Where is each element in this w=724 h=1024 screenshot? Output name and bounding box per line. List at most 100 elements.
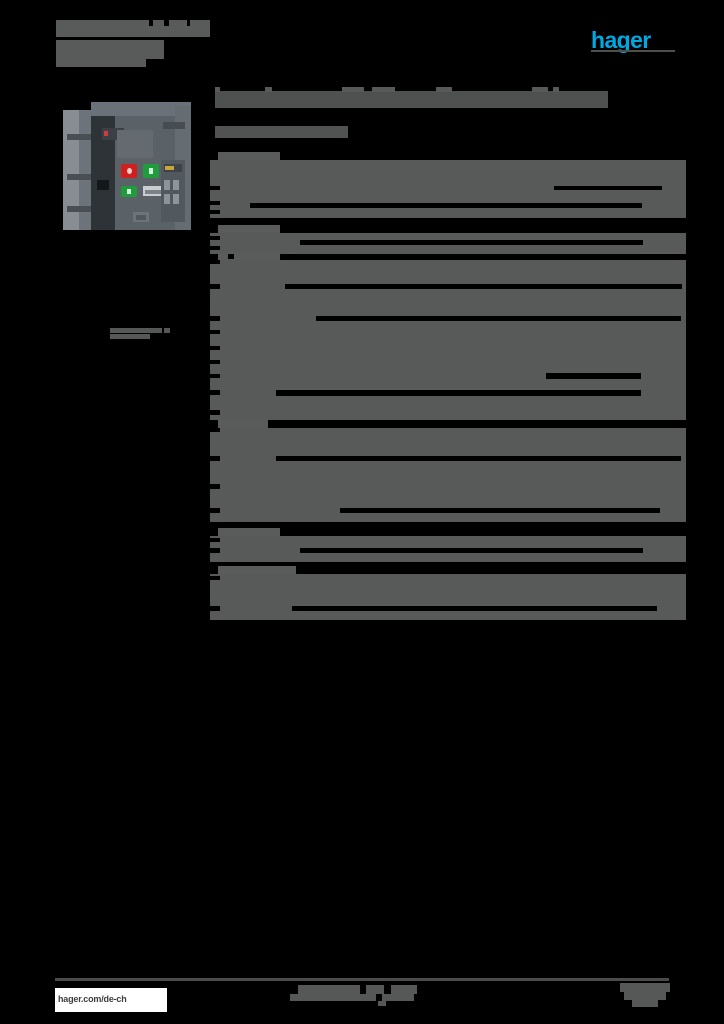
page-title-ascender-2 xyxy=(265,87,272,92)
t3-value-rule-3 xyxy=(546,373,641,379)
t3-row-gap-7 xyxy=(210,374,220,378)
breaker-housing-top xyxy=(91,102,191,116)
t1-value-rule-a xyxy=(554,186,662,190)
t1-row-gap-c xyxy=(210,210,220,214)
breaker-cradle-slot-2 xyxy=(67,174,93,180)
trip-unit-dial-2 xyxy=(173,180,179,190)
breaker-rating-mark-red xyxy=(104,131,108,136)
t3-row-gap-2 xyxy=(210,284,220,289)
t4-row-gap-3 xyxy=(210,484,220,489)
footer-url-text: hager.com/de-ch xyxy=(58,994,127,1004)
header-title-band-2 xyxy=(56,40,164,59)
footer-center-text-line-4 xyxy=(290,994,376,1001)
t6-value-rule-1 xyxy=(292,606,657,611)
page-title-ascender-5 xyxy=(436,87,452,92)
t2-row-gap-a xyxy=(210,236,220,240)
header-title-band-3 xyxy=(56,59,146,67)
page-title-ascender-1 xyxy=(215,87,220,92)
header-title-line-1b xyxy=(153,20,164,26)
page-title-ascender-6 xyxy=(532,87,548,92)
page-title xyxy=(215,91,608,108)
spec-table-3 xyxy=(210,260,686,420)
t1-row-gap-a xyxy=(210,186,220,190)
t6-row-gap-1 xyxy=(210,576,220,580)
spec-table-1 xyxy=(210,160,686,218)
header-title-line-1 xyxy=(56,20,149,26)
page-subtitle xyxy=(215,126,348,138)
t3-row-gap-8 xyxy=(210,390,220,395)
t4-value-rule-1 xyxy=(276,456,681,461)
footer-divider xyxy=(55,978,669,981)
t3-row-gap-9 xyxy=(210,410,220,415)
t5-row-gap-2 xyxy=(210,548,220,553)
trip-unit-dial-4 xyxy=(173,194,179,204)
t3-value-rule-2 xyxy=(316,316,681,321)
t3-value-rule-1 xyxy=(285,284,682,289)
header-title-line-1d xyxy=(190,20,210,26)
hager-logo: hager xyxy=(591,27,675,53)
header-title-line-1c xyxy=(169,20,187,26)
spec-table-4 xyxy=(210,428,686,522)
footer-center-text-line-5 xyxy=(382,994,414,1001)
footer-center-text-line-2 xyxy=(366,985,384,994)
page-title-ascender-4 xyxy=(372,87,395,92)
t2-row-gap-b xyxy=(210,246,220,250)
breaker-face-panel xyxy=(117,130,153,158)
t4-value-rule-2 xyxy=(340,508,660,513)
t2-value-rule-a xyxy=(300,240,643,245)
page-footer xyxy=(0,978,724,1018)
spec-table-6 xyxy=(210,574,686,620)
figure-caption-line-3 xyxy=(110,334,150,339)
breaker-cradle-slot-3 xyxy=(67,206,93,212)
spec-table-6-header xyxy=(218,566,296,574)
breaker-latch-inner xyxy=(136,215,146,220)
footer-center-text-descender xyxy=(378,1001,386,1006)
t3-row-gap-3 xyxy=(210,316,220,321)
hager-wordmark: hager xyxy=(591,27,651,53)
footer-page-number-line-1 xyxy=(620,983,670,992)
t3-value-rule-4 xyxy=(276,390,641,396)
spec-table-5-header xyxy=(218,528,280,536)
figure-caption-line-2 xyxy=(164,328,170,333)
trip-button-glyph xyxy=(127,168,132,174)
footer-page-number-line-2 xyxy=(624,992,666,1000)
t5-value-rule-1 xyxy=(300,548,643,553)
t1-row-gap-b xyxy=(210,201,220,205)
t4-row-gap-1 xyxy=(210,428,220,432)
page-title-ascender-7 xyxy=(553,87,559,92)
footer-center-text-line-3 xyxy=(391,985,417,994)
t6-row-gap-2 xyxy=(210,606,220,611)
footer-center-text-line-1 xyxy=(298,985,360,994)
t4-row-gap-2 xyxy=(210,456,220,461)
spec-table-3-header xyxy=(218,252,280,260)
spec-table-1-header xyxy=(218,152,280,160)
t3-row-gap-6 xyxy=(210,360,220,364)
product-photo xyxy=(55,88,205,236)
t4-row-gap-4 xyxy=(210,508,220,513)
breaker-left-panel-notch xyxy=(97,180,109,190)
spec-table-4-header xyxy=(218,420,268,428)
footer-page-number-line-3 xyxy=(632,1000,658,1007)
breaker-cradle-shade xyxy=(63,110,79,230)
header-title-band-1 xyxy=(56,26,210,37)
figure-caption-line-1 xyxy=(110,328,162,333)
trip-unit-dial-3 xyxy=(164,194,170,204)
breaker-cradle-slot-1 xyxy=(67,134,93,140)
t3-row-gap-4 xyxy=(210,330,220,334)
breaker-nameplate xyxy=(163,122,185,129)
status-indicator-glyph xyxy=(127,189,131,194)
product-figure xyxy=(55,88,205,339)
t3-row-gap-5 xyxy=(210,346,220,350)
charge-handle-shadow xyxy=(145,190,161,194)
spec-table-2 xyxy=(210,233,686,254)
page-title-ascender-3 xyxy=(342,87,364,92)
trip-unit-dial-1 xyxy=(164,180,170,190)
logo-underline-rule xyxy=(591,50,675,52)
t1-value-rule-b xyxy=(250,203,642,208)
spec-table-3-header-mark xyxy=(228,254,234,259)
t3-row-gap-1 xyxy=(210,260,220,264)
footer-url-chip[interactable]: hager.com/de-ch xyxy=(55,988,167,1012)
spec-table-2-header xyxy=(218,225,280,233)
page-header: hager xyxy=(0,0,724,80)
